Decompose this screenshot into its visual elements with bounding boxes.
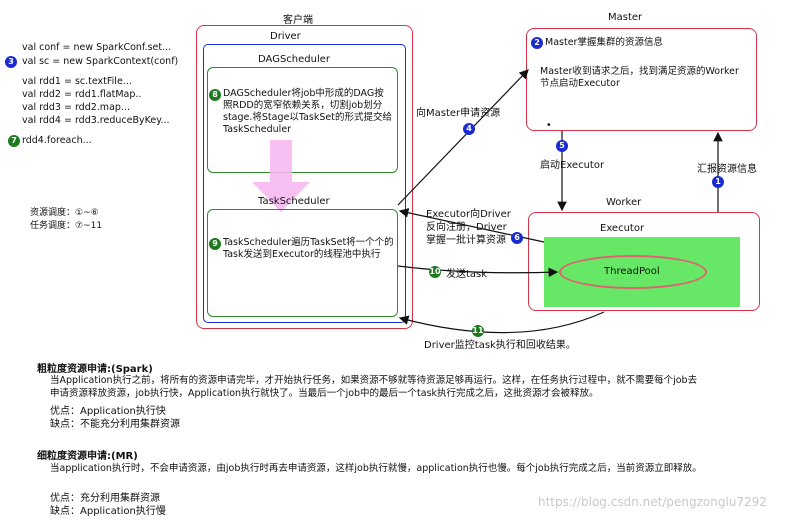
watermark: https://blog.csdn.net/pengzonglu7292 <box>538 495 767 509</box>
client-title: 客户端 <box>283 15 313 26</box>
pink-down-arrow <box>252 140 310 212</box>
task-scheduler-title: TaskScheduler <box>258 196 330 207</box>
code-line-foreach: rdd4.foreach... <box>22 135 92 146</box>
step-badge-3: 3 <box>5 56 17 68</box>
task-scheduler-text: TaskScheduler遍历TaskSet将一个个的Task发送到Execut… <box>223 237 394 260</box>
worker-title: Worker <box>606 197 642 208</box>
step-badge-6: 6 <box>511 232 523 244</box>
task-scheduling-label: 任务调度：⑦~11 <box>30 221 103 231</box>
resource-scheduling-label: 资源调度：①~⑥ <box>30 208 99 218</box>
arrow-1-label: 汇报资源信息 <box>697 164 757 175</box>
executor-title: Executor <box>600 223 645 234</box>
coarse-paragraph: 当Application执行之前，将所有的资源申请完毕，才开始执行任务，如果资源… <box>50 375 698 399</box>
threadpool-ellipse <box>559 255 707 289</box>
arrow-monitor-task <box>398 311 605 334</box>
arrow-send-task <box>397 265 559 278</box>
step-badge-5: 5 <box>556 140 568 152</box>
dag-scheduler-box <box>207 67 398 173</box>
fine-paragraph: 当application执行时，不会申请资源，由job执行时再去申请资源，这样j… <box>50 463 702 474</box>
master-box <box>526 28 757 131</box>
code-line-rdd1: val rdd1 = sc.textFile... <box>22 76 132 87</box>
client-box <box>196 25 413 329</box>
threadpool-label: ThreadPool <box>604 266 660 277</box>
step-badge-4: 4 <box>463 123 475 135</box>
master-dot: • <box>546 120 552 131</box>
arrow-11-label: Driver监控task执行和回收结果。 <box>424 340 576 351</box>
code-line-rdd4: val rdd4 = rdd3.reduceByKey... <box>22 115 170 126</box>
coarse-title: 粗粒度资源申请:(Spark) <box>37 364 153 375</box>
master-line2: Master收到请求之后，找到满足资源的Worker节点启动Executor <box>540 66 739 89</box>
fine-con: 缺点：Application执行慢 <box>50 506 166 517</box>
arrow-4-label: 向Master申请资源 <box>416 108 501 119</box>
driver-title: Driver <box>270 31 301 42</box>
code-line-rdd3: val rdd3 = rdd2.map... <box>22 102 130 113</box>
step-badge-7: 7 <box>8 135 20 147</box>
dag-scheduler-title: DAGScheduler <box>258 54 331 65</box>
step-badge-1: 1 <box>712 176 724 188</box>
arrow-10-label: 发送task <box>446 269 488 280</box>
arrow-request-resources <box>397 69 529 206</box>
arrow-6-label-2: 反向注册，Driver <box>426 222 507 233</box>
arrow-5-label: 启动Executor <box>540 160 605 171</box>
code-line-sc: val sc = new SparkContext(conf) <box>22 56 179 67</box>
master-line1: Master掌握集群的资源信息 <box>545 37 663 48</box>
task-scheduler-box <box>207 209 398 317</box>
coarse-pro: 优点：Application执行快 <box>50 406 166 417</box>
dag-scheduler-text: DAGScheduler将job中形成的DAG按照RDD的宽窄依赖关系，切割jo… <box>223 88 392 135</box>
code-line-rdd2: val rdd2 = rdd1.flatMap.. <box>22 89 142 100</box>
step-badge-8: 8 <box>209 89 221 101</box>
arrow-6-label-3: 掌握一批计算资源 <box>426 235 506 246</box>
step-badge-2: 2 <box>531 37 543 49</box>
step-badge-10: 10 <box>429 266 441 278</box>
step-badge-11: 11 <box>472 325 484 337</box>
fine-title: 细粒度资源申请:(MR) <box>37 451 138 462</box>
worker-box <box>528 212 760 311</box>
fine-pro: 优点：充分利用集群资源 <box>50 493 160 504</box>
code-line-conf: val conf = new SparkConf.set... <box>22 42 172 53</box>
coarse-con: 缺点：不能充分利用集群资源 <box>50 419 180 430</box>
driver-box <box>203 44 406 323</box>
master-title: Master <box>608 12 643 23</box>
arrow-6-label-1: Executor向Driver <box>426 209 511 220</box>
step-badge-9: 9 <box>209 238 221 250</box>
